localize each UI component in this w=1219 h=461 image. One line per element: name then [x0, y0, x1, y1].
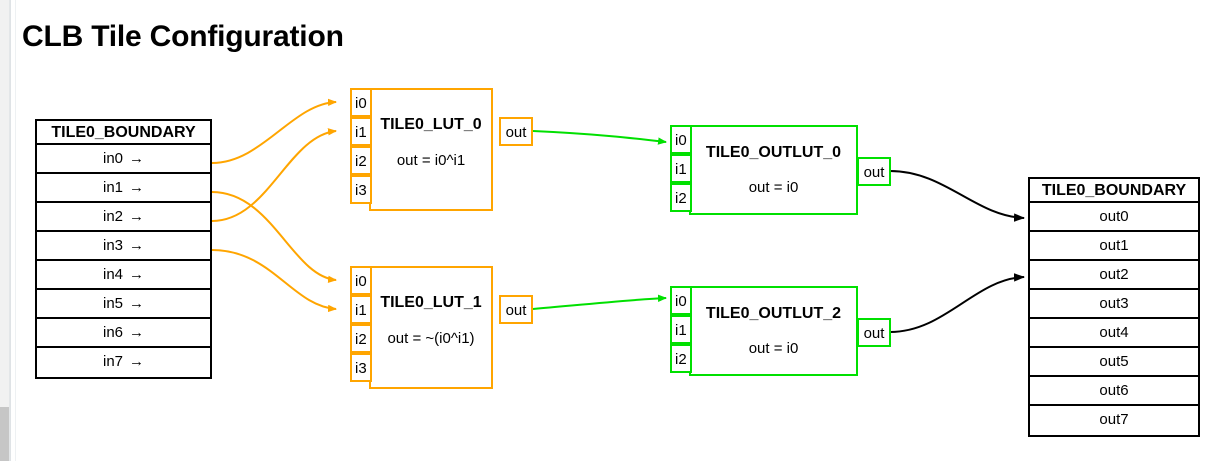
input-boundary-header: TILE0_BOUNDARY	[37, 121, 210, 145]
arrow-right-icon: →	[129, 295, 145, 312]
block-title: TILE0_LUT_1	[380, 294, 482, 311]
input-boundary-row-in5[interactable]: in5 →	[37, 290, 210, 319]
input-port-label: in1	[102, 179, 124, 196]
wire-lut1-out-to-outlut2-i0	[532, 294, 667, 310]
block-tile0-lut-1[interactable]: TILE0_LUT_1 out = ~(i0^i1)	[369, 266, 493, 389]
port-outlut0-i2[interactable]: i2	[670, 183, 692, 212]
block-tile0-lut-0[interactable]: TILE0_LUT_0 out = i0^i1	[369, 88, 493, 211]
input-port-label: in5	[102, 295, 124, 312]
wire-in3-to-lut1-i1	[211, 249, 337, 313]
output-boundary-row-out5[interactable]: out5	[1030, 348, 1198, 377]
input-port-label: in7	[102, 353, 124, 370]
wire-in2-to-lut0-i1	[211, 128, 337, 222]
block-equation: out = i0^i1	[396, 152, 466, 169]
arrow-right-icon: →	[129, 353, 145, 370]
input-port-label: in2	[102, 208, 124, 225]
arrow-right-icon: →	[129, 208, 145, 225]
output-boundary-row-out6[interactable]: out6	[1030, 377, 1198, 406]
block-title: TILE0_OUTLUT_2	[705, 305, 842, 322]
input-boundary-row-in7[interactable]: in7 →	[37, 348, 210, 377]
port-outlut2-out[interactable]: out	[857, 318, 891, 347]
port-lut0-i1[interactable]: i1	[350, 117, 372, 146]
port-lut1-i0[interactable]: i0	[350, 266, 372, 295]
input-port-label: in4	[102, 266, 124, 283]
output-boundary-header: TILE0_BOUNDARY	[1030, 179, 1198, 203]
input-port-label: in0	[102, 150, 124, 167]
block-tile0-outlut-0[interactable]: TILE0_OUTLUT_0 out = i0	[689, 125, 858, 215]
port-lut1-i3[interactable]: i3	[350, 353, 372, 382]
output-boundary-table: TILE0_BOUNDARY out0 out1 out2 out3 out4 …	[1028, 177, 1200, 437]
block-equation: out = ~(i0^i1)	[387, 330, 475, 347]
arrow-right-icon: →	[129, 237, 145, 254]
arrow-right-icon: →	[129, 324, 145, 341]
input-boundary-row-in1[interactable]: in1 →	[37, 174, 210, 203]
port-outlut2-i1[interactable]: i1	[670, 315, 692, 344]
block-title: TILE0_LUT_0	[380, 116, 482, 133]
output-boundary-row-out1[interactable]: out1	[1030, 232, 1198, 261]
output-boundary-row-out2[interactable]: out2	[1030, 261, 1198, 290]
port-outlut2-i2[interactable]: i2	[670, 344, 692, 373]
input-boundary-row-in6[interactable]: in6 →	[37, 319, 210, 348]
port-lut1-i1[interactable]: i1	[350, 295, 372, 324]
page-title: CLB Tile Configuration	[22, 20, 344, 53]
output-boundary-row-out0[interactable]: out0	[1030, 203, 1198, 232]
input-boundary-row-in2[interactable]: in2 →	[37, 203, 210, 232]
port-lut0-i0[interactable]: i0	[350, 88, 372, 117]
wire-in0-to-lut0-i0	[211, 98, 337, 164]
vertical-scrollbar-thumb[interactable]	[0, 407, 9, 461]
output-boundary-row-out4[interactable]: out4	[1030, 319, 1198, 348]
panel-divider-secondary	[15, 0, 16, 461]
input-boundary-table: TILE0_BOUNDARY in0→ in1→ in2→ in3→ in4→ …	[35, 119, 212, 379]
port-lut0-out[interactable]: out	[499, 117, 533, 146]
arrow-right-icon: →	[129, 150, 145, 167]
port-outlut0-i1[interactable]: i1	[670, 154, 692, 183]
arrow-right-icon: →	[129, 266, 145, 283]
port-outlut0-out[interactable]: out	[857, 157, 891, 186]
output-boundary-row-out3[interactable]: out3	[1030, 290, 1198, 319]
input-boundary-row-in4[interactable]: in4 →	[37, 261, 210, 290]
input-port-label: in3	[102, 237, 124, 254]
port-lut1-i2[interactable]: i2	[350, 324, 372, 353]
port-lut1-out[interactable]: out	[499, 295, 533, 324]
block-title: TILE0_OUTLUT_0	[705, 144, 842, 161]
wire-outlut0-out-to-out0	[889, 170, 1025, 222]
arrow-right-icon: →	[129, 179, 145, 196]
panel-divider	[10, 0, 11, 461]
port-lut0-i2[interactable]: i2	[350, 146, 372, 175]
input-port-label: in6	[102, 324, 124, 341]
output-boundary-row-out7[interactable]: out7	[1099, 411, 1129, 428]
vertical-scrollbar-track[interactable]	[0, 0, 10, 461]
port-lut0-i3[interactable]: i3	[350, 175, 372, 204]
block-equation: out = i0	[748, 179, 799, 196]
block-tile0-outlut-2[interactable]: TILE0_OUTLUT_2 out = i0	[689, 286, 858, 376]
wire-in1-to-lut1-i0	[211, 191, 337, 283]
port-outlut0-i0[interactable]: i0	[670, 125, 692, 154]
input-boundary-row-in3[interactable]: in3 →	[37, 232, 210, 261]
block-equation: out = i0	[748, 340, 799, 357]
wire-lut0-out-to-outlut0-i0	[532, 130, 667, 145]
input-boundary-row-in0[interactable]: in0 →	[37, 145, 210, 174]
port-outlut2-i0[interactable]: i0	[670, 286, 692, 315]
wire-outlut2-out-to-out2	[889, 273, 1025, 333]
